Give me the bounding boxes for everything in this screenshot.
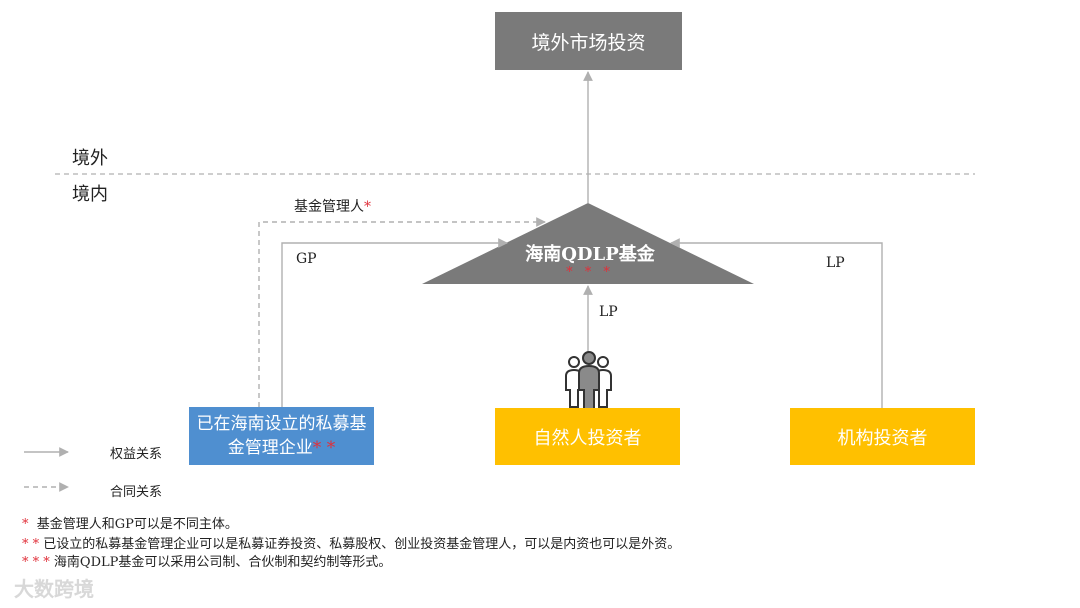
note-2: * * 已设立的私募基金管理企业可以是私募证券投资、私募股权、创业投资基金管理人… (22, 537, 681, 552)
note-1: * 基金管理人和GP可以是不同主体。 (22, 517, 238, 532)
edge-lp-institutional (670, 238, 883, 408)
watermark-logo: 大数跨境 (14, 577, 94, 601)
fund-title: 海南QDLP基金 (525, 244, 655, 265)
edge-gp (281, 238, 508, 407)
gp-edge-label: GP (296, 251, 317, 267)
overseas-market-box: 境外市场投资 (495, 12, 682, 70)
private-manager-box: 已在海南设立的私募基金管理企业* * (189, 407, 374, 465)
institutional-investor-label: 机构投资者 (837, 427, 928, 449)
note-3: * * * 海南QDLP基金可以采用公司制、合伙制和契约制等形式。 (22, 555, 392, 570)
legend-contract-label: 合同关系 (110, 485, 163, 500)
legend-equity-label: 权益关系 (110, 447, 163, 462)
edge-manager-contract (258, 217, 546, 407)
natural-investor-box: 自然人投资者 (495, 408, 680, 465)
lp-natural-edge-label: LP (599, 304, 618, 320)
institutional-investor-box: 机构投资者 (790, 408, 975, 465)
overseas-market-label: 境外市场投资 (531, 31, 646, 54)
fund-triangle (422, 203, 754, 284)
natural-investor-label: 自然人投资者 (533, 427, 642, 449)
private-manager-label: 已在海南设立的私募基金管理企业* * (196, 414, 367, 458)
zone-overseas-label: 境外 (72, 148, 108, 169)
zone-domestic-label: 境内 (72, 184, 108, 205)
fund-manager-edge-label: 基金管理人* (294, 199, 371, 215)
lp-institutional-edge-label: LP (826, 255, 845, 271)
fund-stars: * * * (566, 265, 614, 280)
people-icon (565, 351, 612, 410)
